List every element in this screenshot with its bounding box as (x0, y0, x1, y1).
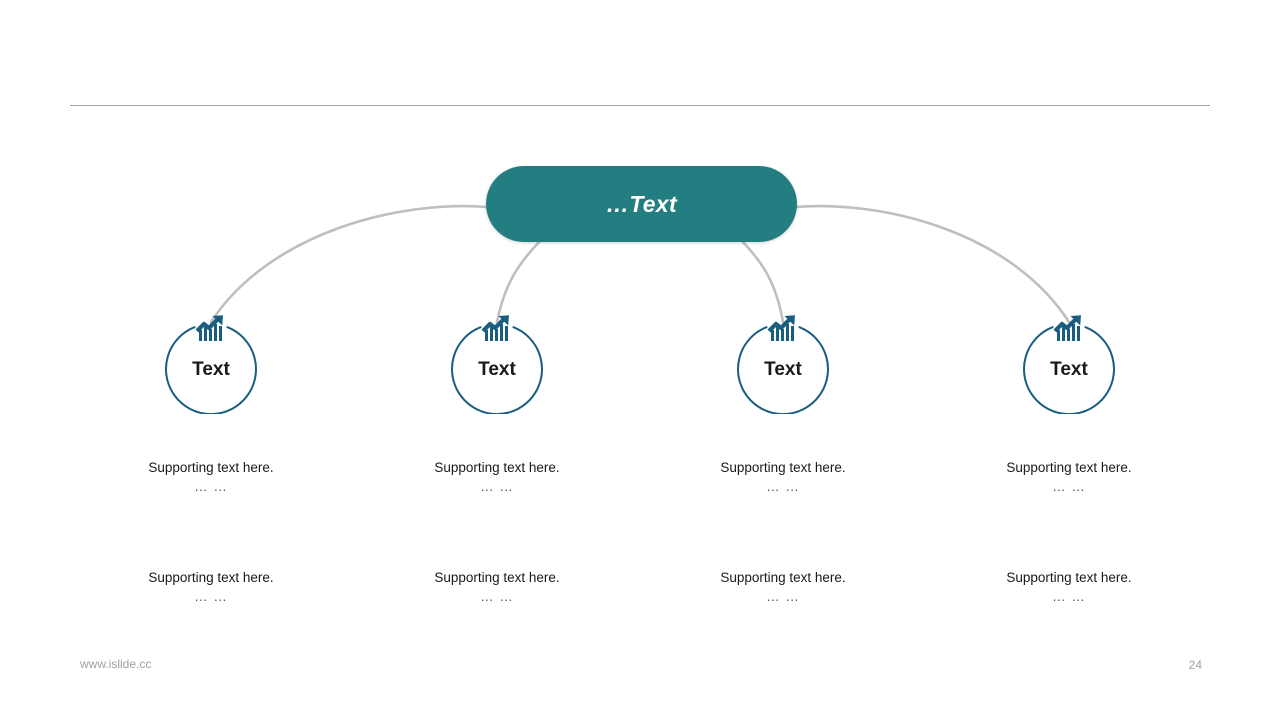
node-ring-2 (451, 326, 543, 414)
footer-url[interactable]: www.islide.cc (80, 657, 152, 671)
branch-node-4[interactable]: Text (1022, 315, 1116, 414)
support-text: Supporting text here. (1006, 460, 1132, 475)
support-ellipsis: … … (480, 479, 514, 494)
branch-node-3[interactable]: Text (736, 315, 830, 414)
center-node-label: …Text (606, 190, 677, 217)
growth-chart-icon (1052, 313, 1086, 343)
connector-line-1 (209, 204, 489, 324)
support-text: Supporting text here. (434, 460, 560, 475)
support-text: Supporting text here. (434, 570, 560, 585)
branch-node-2[interactable]: Text (450, 315, 544, 414)
support-text: Supporting text here. (1006, 570, 1132, 585)
support-text: Supporting text here. (148, 570, 274, 585)
support-block-3a: Supporting text here. … … (673, 458, 893, 496)
connector-line-3 (740, 239, 785, 324)
branch-column-2: Text Supporting text here. … … Supportin… (387, 315, 607, 606)
node-ring-4 (1023, 326, 1115, 414)
branch-column-4: Text Supporting text here. … … Supportin… (959, 315, 1179, 606)
header-divider (70, 105, 1210, 106)
support-block-4a: Supporting text here. … … (959, 458, 1179, 496)
branch-node-label-1: Text (192, 359, 230, 380)
support-text: Supporting text here. (148, 460, 274, 475)
support-text: Supporting text here. (720, 570, 846, 585)
support-block-1a: Supporting text here. … … (101, 458, 321, 496)
connector-line-4 (794, 204, 1071, 324)
support-block-4b: Supporting text here. … … (959, 568, 1179, 606)
node-ring-3 (737, 326, 829, 414)
support-text: Supporting text here. (720, 460, 846, 475)
node-ring-1 (165, 326, 257, 414)
connector-line-2 (495, 239, 542, 324)
branch-column-3: Text Supporting text here. … … Supportin… (673, 315, 893, 606)
support-ellipsis: … … (194, 479, 228, 494)
support-ellipsis: … … (766, 479, 800, 494)
branch-node-label-4: Text (1050, 359, 1088, 380)
branch-column-1: Text Supporting text here. … … Supportin… (101, 315, 321, 606)
growth-chart-icon (766, 313, 800, 343)
support-block-1b: Supporting text here. … … (101, 568, 321, 606)
branch-node-label-3: Text (764, 359, 802, 380)
branch-node-label-2: Text (478, 359, 516, 380)
support-block-3b: Supporting text here. … … (673, 568, 893, 606)
support-ellipsis: … … (766, 589, 800, 604)
center-node[interactable]: …Text (486, 166, 797, 242)
growth-chart-icon (194, 313, 228, 343)
support-ellipsis: … … (1052, 479, 1086, 494)
support-ellipsis: … … (1052, 589, 1086, 604)
growth-chart-icon (480, 313, 514, 343)
page-number: 24 (1188, 658, 1202, 672)
support-ellipsis: … … (480, 589, 514, 604)
branch-node-1[interactable]: Text (164, 315, 258, 414)
support-block-2b: Supporting text here. … … (387, 568, 607, 606)
support-ellipsis: … … (194, 589, 228, 604)
support-block-2a: Supporting text here. … … (387, 458, 607, 496)
